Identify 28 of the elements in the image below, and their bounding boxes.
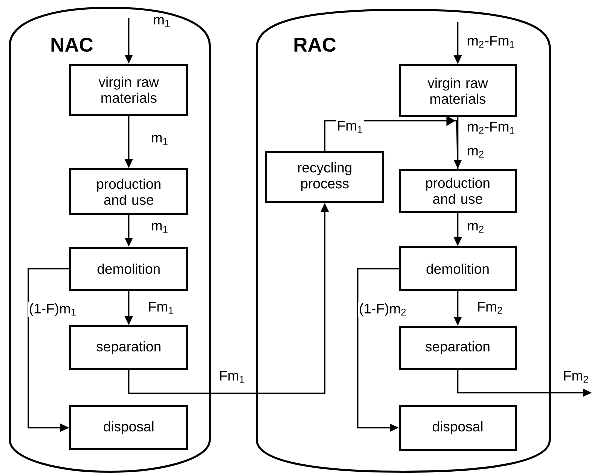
edge-label: (1-F)m$_{1}$ — [28, 302, 78, 318]
process-box: separation — [70, 326, 188, 370]
process-box: disposal — [70, 406, 188, 450]
edge-label: m$_{1}$ — [150, 222, 170, 234]
edge-label: m$_{2}$-Fm$_{1}$ — [466, 35, 516, 49]
process-box: production and use — [70, 168, 188, 216]
edge-label: Fm$_{2}$ — [476, 301, 504, 315]
edge-label: m$_{1}$ — [150, 134, 170, 146]
process-box: demolition — [70, 247, 188, 291]
edge-label: m$_{2}$ — [466, 222, 486, 234]
container-heading: NAC — [52, 38, 94, 52]
process-box: production and use — [399, 169, 517, 213]
process-box: disposal — [399, 405, 517, 451]
edge-label: Fm$_{1}$ — [336, 120, 364, 134]
edge-label: Fm$_{1}$ — [218, 370, 246, 384]
edge-label: m$_{2}$-Fm$_{1}$ — [466, 121, 516, 135]
container-heading: RAC — [294, 38, 336, 52]
flow-label: m$_{2}$ — [466, 147, 486, 159]
arrow — [324, 116, 459, 169]
process-box: recycling process — [266, 151, 384, 203]
edge-label: (1-F)m$_{2}$ — [358, 302, 408, 318]
edge-label: Fm$_{1}$ — [147, 301, 176, 315]
process-box: demolition — [399, 246, 517, 292]
process-box: virgin raw materials — [70, 64, 188, 116]
edge-label: m$_{1}$ — [152, 16, 172, 28]
process-box: separation — [399, 326, 517, 370]
edge-label: Fm$_{2}$ — [562, 370, 590, 384]
process-box: virgin raw materials — [399, 64, 517, 118]
